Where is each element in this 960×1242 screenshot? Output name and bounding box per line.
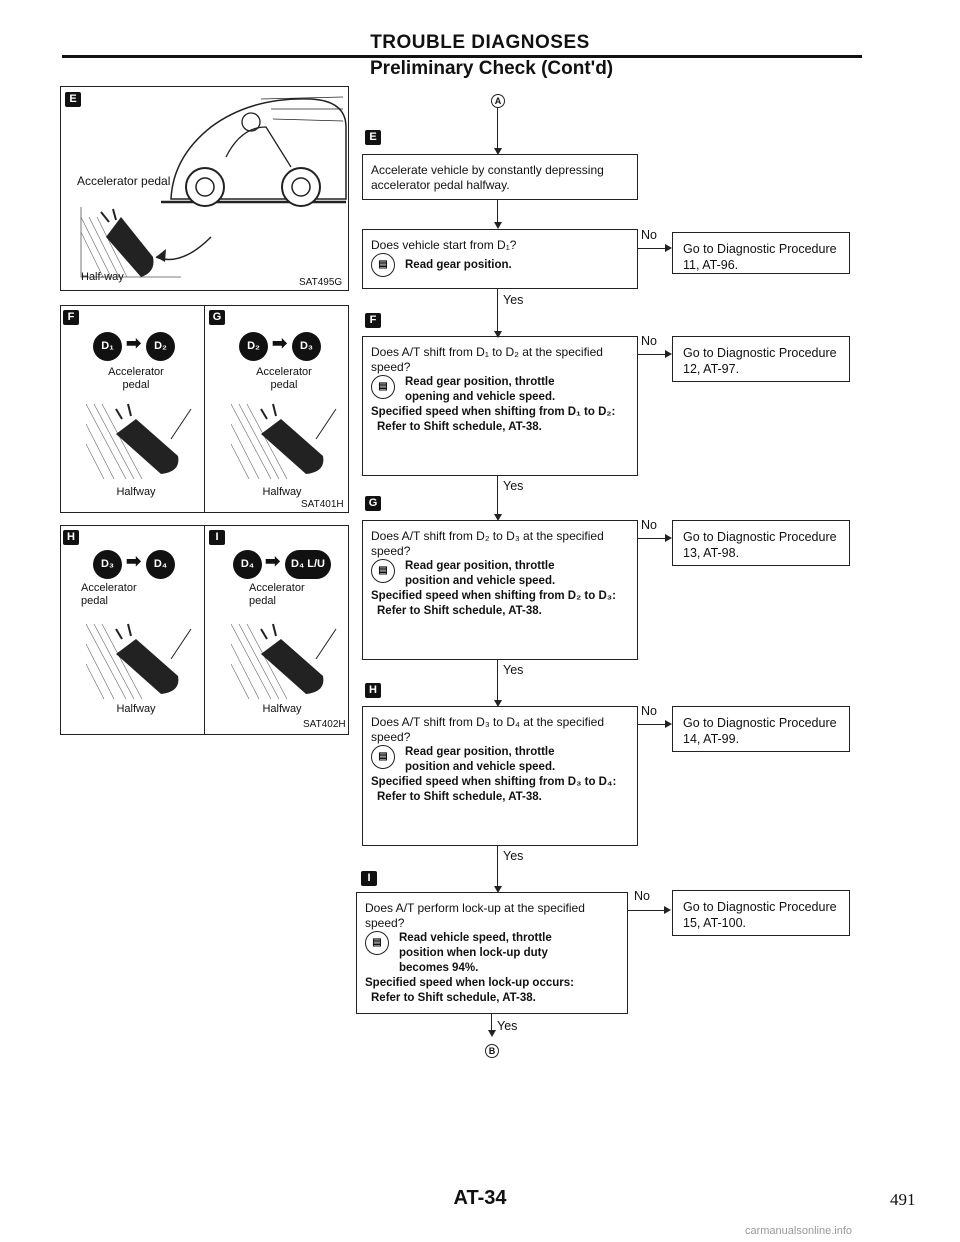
flow-step-shift-d2-d3: Does A/T shift from D₂ to D₃ at the spec… [362,520,638,660]
pedal-halfway-illustration [86,403,192,479]
pedal-position-label: Halfway [116,486,156,498]
accelerator-pedal-label: Accelerator pedal [256,366,312,391]
yes-label: Yes [497,1019,518,1033]
section-marker-f: F [365,313,381,328]
no-target-procedure-12: Go to Diagnostic Procedure 12, AT-97. [672,336,850,382]
page-subtitle: Preliminary Check (Cont'd) [370,58,614,79]
illustration-panel-fg: F D₁ ➡ D₂ Accelerator pedal Halfway G D₂… [60,305,349,513]
gear-badge-from: D₃ [93,550,122,579]
page-code: AT-34 [453,1187,507,1209]
shift-arrow-icon: ➡ [126,551,142,571]
gear-badge-to: D₂ [146,332,175,361]
figure-code: SAT495G [299,277,343,288]
shift-arrow-icon: ➡ [272,333,288,353]
end-connector-icon: B [485,1044,499,1058]
section-label: E [65,92,81,107]
illustration-panel-e: E Accelerator pedal Half-way SAT495G [60,86,349,291]
accelerator-pedal-label: Accelerator pedal [249,582,305,607]
pedal-position-label: Halfway [262,703,302,715]
flow-step-accelerate: Accelerate vehicle by constantly depress… [362,154,638,200]
figure-code: SAT401H [301,499,344,510]
flow-step-shift-d1-d2: Does A/T shift from D₁ to D₂ at the spec… [362,336,638,476]
step-tool-text: Read gear position, throttle position an… [405,560,556,587]
section-marker-h: H [365,683,381,698]
accelerator-pedal-label: Accelerator pedal [77,174,171,188]
header-rule [62,55,862,58]
gear-badge-to: D₄ L/U [285,550,331,579]
no-target-procedure-11: Go to Diagnostic Procedure 11, AT-96. [672,232,850,274]
section-label: H [63,530,79,545]
step-tool-text: Read vehicle speed, throttle position wh… [399,932,552,974]
consult-tool-icon: ▤ [371,559,395,583]
pedal-position-label: Halfway [262,486,302,498]
flow-step-shift-d3-d4: Does A/T shift from D₃ to D₄ at the spec… [362,706,638,846]
gear-badge-to: D₄ [146,550,175,579]
step-reference: Refer to Shift schedule, AT-38. [377,791,542,803]
panel-divider [204,306,206,512]
pedal-halfway-illustration [231,403,337,479]
section-label: G [209,310,225,325]
page-number: 491 [890,1190,916,1209]
section-label: I [209,530,225,545]
yes-label: Yes [503,479,524,493]
consult-tool-icon: ▤ [365,931,389,955]
shift-arrow-icon: ➡ [126,333,142,353]
yes-label: Yes [503,293,524,307]
pedal-halfway-illustration [86,623,192,699]
illustration-panel-hi: H D₃ ➡ D₄ Accelerator pedal Halfway I D₄… [60,525,349,735]
figure-code: SAT402H [303,719,346,730]
yes-label: Yes [503,849,524,863]
consult-tool-icon: ▤ [371,375,395,399]
gear-badge-from: D₁ [93,332,122,361]
pedal-halfway-illustration [231,623,337,699]
section-marker-i: I [361,871,377,886]
panel-divider [204,526,206,734]
step-text: Accelerate vehicle by constantly depress… [371,163,604,192]
consult-tool-icon: ▤ [371,745,395,769]
step-spec: Specified speed when shifting from D₁ to… [371,406,616,418]
step-reference: Refer to Shift schedule, AT-38. [371,992,536,1004]
flow-step-start-from-d1: Does vehicle start from D₁? ▤ Read gear p… [362,229,638,289]
yes-label: Yes [503,663,524,677]
shift-arrow-icon: ➡ [265,551,281,571]
step-reference: Refer to Shift schedule, AT-38. [377,605,542,617]
consult-tool-icon: ▤ [371,253,395,277]
no-label: No [641,704,657,718]
step-question: Does A/T shift from D₃ to D₄ at the spec… [371,715,604,744]
step-tool-text: Read gear position, throttle position an… [405,746,556,773]
step-question: Does A/T shift from D₁ to D₂ at the spec… [371,345,603,374]
start-connector-icon: A [491,94,505,108]
step-spec: Specified speed when shifting from D₂ to… [371,590,616,602]
gear-badge-from: D₂ [239,332,268,361]
gear-badge-to: D₃ [292,332,321,361]
section-marker-g: G [365,496,381,511]
step-question: Does A/T shift from D₂ to D₃ at the spec… [371,529,604,558]
section-marker-e: E [365,130,381,145]
accelerator-pedal-label: Accelerator pedal [81,582,137,607]
pedal-position-label: Half-way [81,271,124,283]
pedal-position-label: Halfway [116,703,156,715]
step-question: Does vehicle start from D₁? [371,238,517,252]
car-pedal-illustration [80,96,347,278]
no-label: No [641,334,657,348]
no-label: No [641,228,657,242]
step-tool-text: Read gear position, throttle opening and… [405,376,556,403]
section-label: F [63,310,79,325]
no-target-procedure-14: Go to Diagnostic Procedure 14, AT-99. [672,706,850,752]
no-target-procedure-15: Go to Diagnostic Procedure 15, AT-100. [672,890,850,936]
step-spec: Specified speed when lock-up occurs: [365,977,574,989]
page-title: TROUBLE DIAGNOSES [370,32,590,53]
gear-badge-from: D₄ [233,550,262,579]
step-reference: Refer to Shift schedule, AT-38. [377,421,542,433]
no-label: No [634,889,650,903]
step-question: Does A/T perform lock-up at the specifie… [365,901,585,930]
step-tool-text: Read gear position. [405,259,512,272]
no-target-procedure-13: Go to Diagnostic Procedure 13, AT-98. [672,520,850,566]
accelerator-pedal-label: Accelerator pedal [108,366,164,391]
watermark: carmanualsonline.info [745,1225,853,1237]
no-label: No [641,518,657,532]
step-spec: Specified speed when shifting from D₃ to… [371,776,617,788]
flow-step-lock-up: Does A/T perform lock-up at the specifie… [356,892,628,1014]
